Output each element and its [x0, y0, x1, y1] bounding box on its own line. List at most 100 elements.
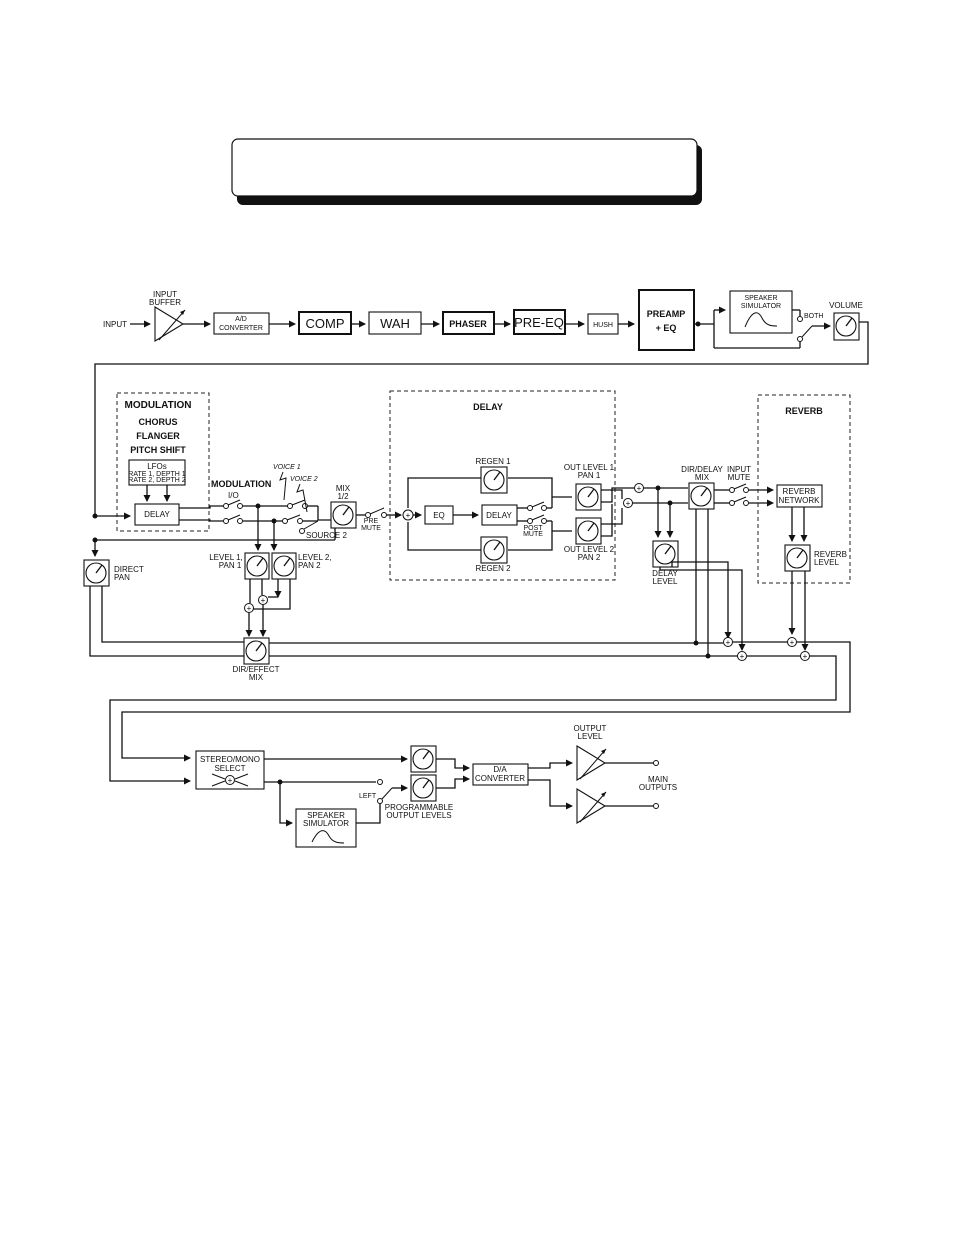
title-banner — [231, 138, 702, 205]
svg-text:VOICE 1: VOICE 1 — [273, 464, 301, 471]
dir-effect-mix-knob[interactable]: DIR/EFFECT MIX — [232, 637, 280, 682]
svg-text:PHASER: PHASER — [449, 319, 487, 329]
svg-text:REVERB: REVERB — [814, 550, 847, 559]
svg-text:MAIN: MAIN — [648, 775, 668, 784]
svg-text:+ EQ: + EQ — [656, 323, 677, 333]
svg-text:OUTPUTS: OUTPUTS — [639, 783, 677, 792]
regen1-knob[interactable]: REGEN 1 — [475, 457, 511, 494]
level2-pan2-knob[interactable]: LEVEL 2, PAN 2 — [271, 552, 332, 580]
svg-text:MUTE: MUTE — [361, 525, 381, 532]
svg-text:LEVEL: LEVEL — [814, 558, 839, 567]
input-label: INPUT — [103, 320, 127, 329]
svg-text:+: + — [726, 638, 731, 647]
regen2-knob[interactable]: REGEN 2 — [475, 536, 511, 573]
svg-text:EQ: EQ — [433, 511, 445, 520]
svg-text:VOICE 2: VOICE 2 — [290, 476, 318, 483]
speaker-simulator-bottom: SPEAKER SIMULATOR — [295, 808, 357, 848]
svg-text:LEVEL 1,: LEVEL 1, — [209, 553, 243, 562]
svg-text:BUFFER: BUFFER — [149, 298, 181, 307]
pre-eq-block: PRE-EQ — [513, 309, 566, 335]
svg-text:MODULATION: MODULATION — [211, 479, 271, 489]
out-level2-knob[interactable]: OUT LEVEL 2 PAN 2 — [564, 517, 615, 562]
svg-text:REVERB: REVERB — [785, 406, 823, 416]
svg-text:DELAY: DELAY — [473, 402, 503, 412]
volume-knob[interactable]: VOLUME — [829, 301, 863, 341]
svg-text:WAH: WAH — [380, 316, 410, 331]
svg-text:DIR/EFFECT: DIR/EFFECT — [232, 665, 279, 674]
svg-text:DIR/DELAY: DIR/DELAY — [681, 465, 723, 474]
svg-text:DELAY: DELAY — [486, 511, 512, 520]
svg-text:LEFT: LEFT — [359, 793, 377, 800]
input-buffer-amp: INPUT BUFFER — [149, 290, 186, 342]
svg-text:CONVERTER: CONVERTER — [219, 325, 263, 332]
svg-text:OUTPUT LEVELS: OUTPUT LEVELS — [386, 811, 451, 820]
svg-text:REVERB: REVERB — [783, 487, 816, 496]
svg-text:RATE 2, DEPTH 2: RATE 2, DEPTH 2 — [128, 477, 186, 484]
output-level-amp-2[interactable] — [576, 788, 607, 824]
da-converter: D/A CONVERTER — [472, 763, 529, 786]
svg-text:LEVEL: LEVEL — [653, 577, 678, 586]
svg-text:OUT LEVEL 1: OUT LEVEL 1 — [564, 463, 615, 472]
dir-delay-mix-knob[interactable]: DIR/DELAY MIX — [681, 465, 723, 510]
direct-pan-knob[interactable]: DIRECT PAN — [83, 559, 144, 587]
svg-text:PRE-EQ: PRE-EQ — [514, 315, 564, 330]
svg-text:MIX: MIX — [249, 673, 264, 682]
level1-pan1-knob[interactable]: LEVEL 1, PAN 1 — [209, 552, 270, 580]
stereo-mono-select-block: STEREO/MONO SELECT + — [195, 750, 265, 790]
svg-text:A/D: A/D — [235, 316, 247, 323]
svg-text:SPEAKER: SPEAKER — [307, 811, 345, 820]
svg-text:+: + — [261, 596, 266, 605]
reverb-group — [757, 394, 851, 584]
delay-group — [389, 390, 616, 581]
svg-text:D/A: D/A — [493, 765, 507, 774]
delay-level-knob[interactable]: DELAY LEVEL — [652, 540, 679, 586]
svg-text:LEVEL 2,: LEVEL 2, — [298, 553, 332, 562]
svg-text:MUTE: MUTE — [728, 473, 751, 482]
svg-text:I/O: I/O — [228, 491, 239, 500]
mix-12-knob[interactable]: MIX 1/2 — [330, 484, 357, 529]
svg-text:INPUT: INPUT — [727, 465, 751, 474]
svg-text:MODULATION: MODULATION — [124, 400, 191, 411]
hush-block: HUSH — [587, 313, 619, 335]
svg-text:CONVERTER: CONVERTER — [475, 774, 525, 783]
programmable-output-level-knob-1[interactable] — [410, 745, 437, 773]
svg-text:REGEN 2: REGEN 2 — [475, 564, 511, 573]
programmable-output-level-knob-2[interactable] — [410, 774, 437, 802]
svg-text:DELAY: DELAY — [652, 569, 678, 578]
output-level-amp-1[interactable]: OUTPUT LEVEL — [574, 724, 607, 781]
wah-block: WAH — [368, 311, 422, 335]
svg-text:NETWORK: NETWORK — [779, 496, 821, 505]
phaser-block: PHASER — [442, 311, 495, 335]
svg-text:PRE: PRE — [364, 518, 379, 525]
comp-block: COMP — [298, 311, 352, 335]
svg-text:VOLUME: VOLUME — [829, 301, 863, 310]
svg-text:+: + — [637, 484, 642, 493]
svg-text:PAN 1: PAN 1 — [578, 471, 601, 480]
svg-text:PAN 1: PAN 1 — [219, 561, 242, 570]
svg-text:PAN: PAN — [114, 573, 130, 582]
svg-text:MUTE: MUTE — [523, 531, 543, 538]
svg-text:PREAMP: PREAMP — [647, 309, 686, 319]
svg-text:DIRECT: DIRECT — [114, 565, 144, 574]
speaker-simulator-top: SPEAKER SIMULATOR — [729, 290, 793, 334]
svg-text:HUSH: HUSH — [593, 322, 613, 329]
out-level1-knob[interactable]: OUT LEVEL 1 PAN 1 — [564, 463, 615, 511]
main-output-left-jack — [653, 760, 659, 766]
svg-text:+: + — [626, 499, 631, 508]
lfo-block: LFOs RATE 1, DEPTH 1 RATE 2, DEPTH 2 — [128, 459, 186, 486]
svg-text:LFOs: LFOs — [147, 462, 167, 471]
svg-text:1/2: 1/2 — [337, 492, 349, 501]
svg-text:STEREO/MONO: STEREO/MONO — [200, 755, 260, 764]
svg-text:CHORUS: CHORUS — [138, 417, 177, 427]
reverb-level-knob[interactable]: REVERB LEVEL — [784, 544, 847, 572]
svg-text:OUTPUT: OUTPUT — [574, 724, 607, 733]
svg-text:+: + — [790, 638, 795, 647]
svg-text:+: + — [740, 652, 745, 661]
eq-block: EQ — [424, 505, 454, 525]
svg-text:PITCH SHIFT: PITCH SHIFT — [130, 445, 186, 455]
svg-text:SOURCE 2: SOURCE 2 — [306, 531, 347, 540]
svg-text:MIX: MIX — [695, 473, 710, 482]
svg-text:REGEN 1: REGEN 1 — [475, 457, 511, 466]
svg-text:SIMULATOR: SIMULATOR — [303, 819, 349, 828]
